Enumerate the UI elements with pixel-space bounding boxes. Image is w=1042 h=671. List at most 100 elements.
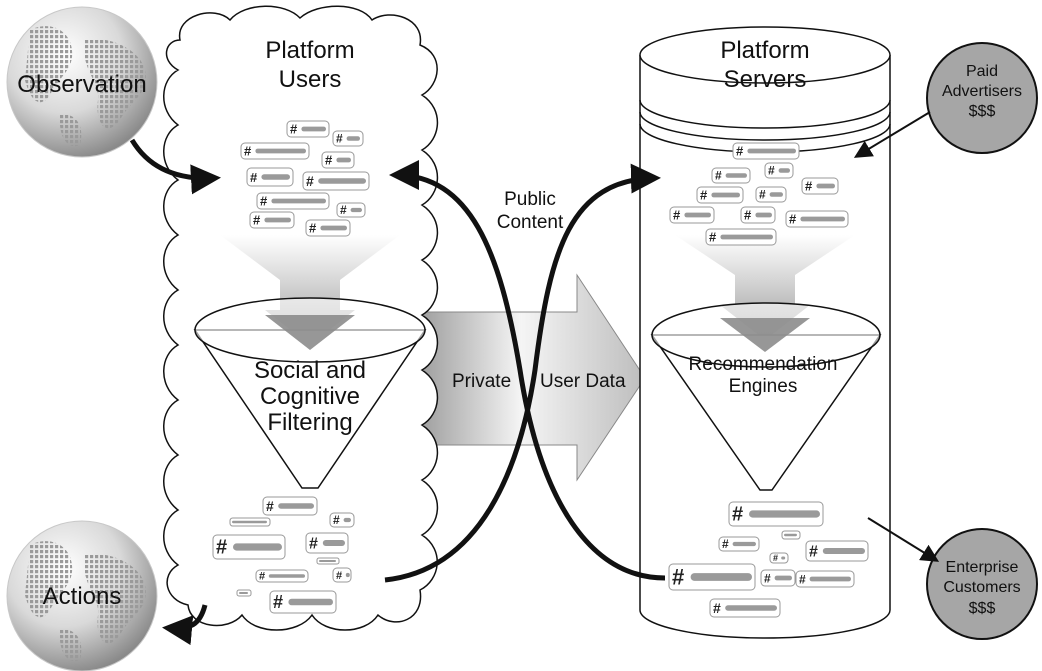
servers-to-customers-arrow <box>867 517 940 562</box>
hashtag-symbol: # <box>732 504 743 526</box>
user-data-label: User Data <box>540 371 626 392</box>
users-to-actions-arrow <box>162 604 208 646</box>
hashtag-chip: # <box>696 186 744 204</box>
hashtag-chip: # <box>286 120 330 138</box>
hashtag-symbol: # <box>744 207 752 222</box>
filter-label-line1: Social and <box>254 357 366 384</box>
enterprise-customers-line1: Enterprise <box>946 559 1019 576</box>
hashtag-chip: # <box>728 501 824 527</box>
hashtag-symbol: # <box>759 188 766 202</box>
hashtag-symbol: # <box>713 600 721 616</box>
hashtag-symbol: # <box>250 170 258 185</box>
hashtag-chip: # <box>332 567 352 583</box>
hashtag-chip: # <box>785 210 849 228</box>
hashtag-symbol: # <box>333 513 340 527</box>
recommendation-label-line1: Recommendation <box>689 354 838 375</box>
hashtag-chip: # <box>764 162 794 179</box>
observation-to-users-arrow <box>129 138 221 195</box>
hashtag-symbol: # <box>216 537 227 559</box>
enterprise-customers-line3: $$$ <box>969 600 996 617</box>
servers-to-users-curve <box>389 160 666 581</box>
hashtag-chips: ################################### <box>212 120 869 618</box>
hashtag-symbol: # <box>336 570 342 582</box>
platform-servers-title-line2: Servers <box>724 66 807 93</box>
filter-label-line2: Cognitive <box>260 383 360 410</box>
hashtag-symbol: # <box>290 121 298 136</box>
hashtag-symbol: # <box>764 571 771 585</box>
hashtag-symbol: # <box>722 537 729 551</box>
hashtag-symbol: # <box>309 220 317 235</box>
hashtag-symbol: # <box>266 498 274 514</box>
hashtag-symbol: # <box>253 212 261 227</box>
hashtag-symbol: # <box>306 173 314 189</box>
hashtag-chip: # <box>249 211 295 229</box>
observation-globe: Observation <box>6 6 158 158</box>
public-content-line1: Public <box>504 189 556 210</box>
hashtag-chip: # <box>760 569 796 587</box>
globe-continents <box>25 541 146 662</box>
advertisers-to-servers-arrow <box>853 111 931 158</box>
hashtag-symbol: # <box>673 207 681 222</box>
hashtag-symbol: # <box>260 193 268 208</box>
hashtag-chip: # <box>255 569 309 583</box>
hashtag-chip: # <box>302 171 370 191</box>
hashtag-chip: # <box>329 512 355 528</box>
hashtag-chip: # <box>705 228 777 246</box>
hashtag-chip: # <box>269 590 337 614</box>
hashtag-chip: # <box>718 536 760 552</box>
hashtag-chip <box>236 589 252 597</box>
recommendation-label-line2: Engines <box>729 376 798 397</box>
hashtag-chip: # <box>769 552 789 564</box>
public-content-line2: Content <box>497 212 564 233</box>
hashtag-chip <box>229 517 271 527</box>
actions-globe: Actions <box>6 520 158 671</box>
hashtag-chip: # <box>732 142 800 160</box>
hashtag-symbol: # <box>700 187 708 202</box>
observation-label: Observation <box>17 71 146 98</box>
hashtag-chip: # <box>668 563 756 591</box>
hashtag-chip: # <box>336 202 366 218</box>
enterprise-customers-line2: Customers <box>943 579 1020 596</box>
actions-label: Actions <box>43 583 122 610</box>
hashtag-symbol: # <box>799 572 806 586</box>
recommendation-engine-funnel: Recommendation Engines <box>650 302 882 491</box>
hashtag-symbol: # <box>736 143 744 158</box>
hashtag-symbol: # <box>789 211 797 226</box>
hashtag-chip: # <box>321 151 355 169</box>
social-cognitive-filter-funnel: Social and Cognitive Filtering <box>193 297 427 489</box>
hashtag-symbol: # <box>709 229 717 244</box>
hashtag-symbol: # <box>325 152 333 167</box>
paid-advertisers-line1: Paid <box>966 63 998 80</box>
hashtag-symbol: # <box>273 592 283 612</box>
hashtag-chip: # <box>805 540 869 562</box>
hashtag-chip: # <box>305 219 351 237</box>
hashtag-symbol: # <box>336 132 343 146</box>
hashtag-chip: # <box>795 570 855 588</box>
hashtag-chip: # <box>711 167 751 184</box>
filter-label-line3: Filtering <box>267 409 352 436</box>
hashtag-chip: # <box>305 532 349 554</box>
hashtag-symbol: # <box>809 544 818 561</box>
recommendation-flow-arrow <box>675 235 855 340</box>
hashtag-chip: # <box>332 130 364 147</box>
hashtag-chip: # <box>256 192 330 210</box>
platform-users-title-line2: Users <box>279 66 342 93</box>
hashtag-chip: # <box>740 206 776 224</box>
hashtag-symbol: # <box>259 570 265 582</box>
users-to-servers-curve <box>384 163 661 583</box>
hashtag-chip: # <box>801 177 839 195</box>
platform-servers-title-line1: Platform <box>720 37 809 64</box>
private-label: Private <box>452 371 511 392</box>
hashtag-symbol: # <box>768 164 775 178</box>
hashtag-chip: # <box>246 167 294 187</box>
hashtag-chip: # <box>755 186 787 203</box>
paid-advertisers-node: Paid Advertisers $$$ <box>926 42 1038 154</box>
hashtag-symbol: # <box>715 169 722 183</box>
hashtag-chip: # <box>262 496 318 516</box>
platform-users-title-line1: Platform <box>265 37 354 64</box>
hashtag-symbol: # <box>340 203 347 217</box>
hashtag-chip <box>781 530 801 540</box>
hashtag-symbol: # <box>244 143 252 158</box>
hashtag-chip: # <box>240 142 310 160</box>
